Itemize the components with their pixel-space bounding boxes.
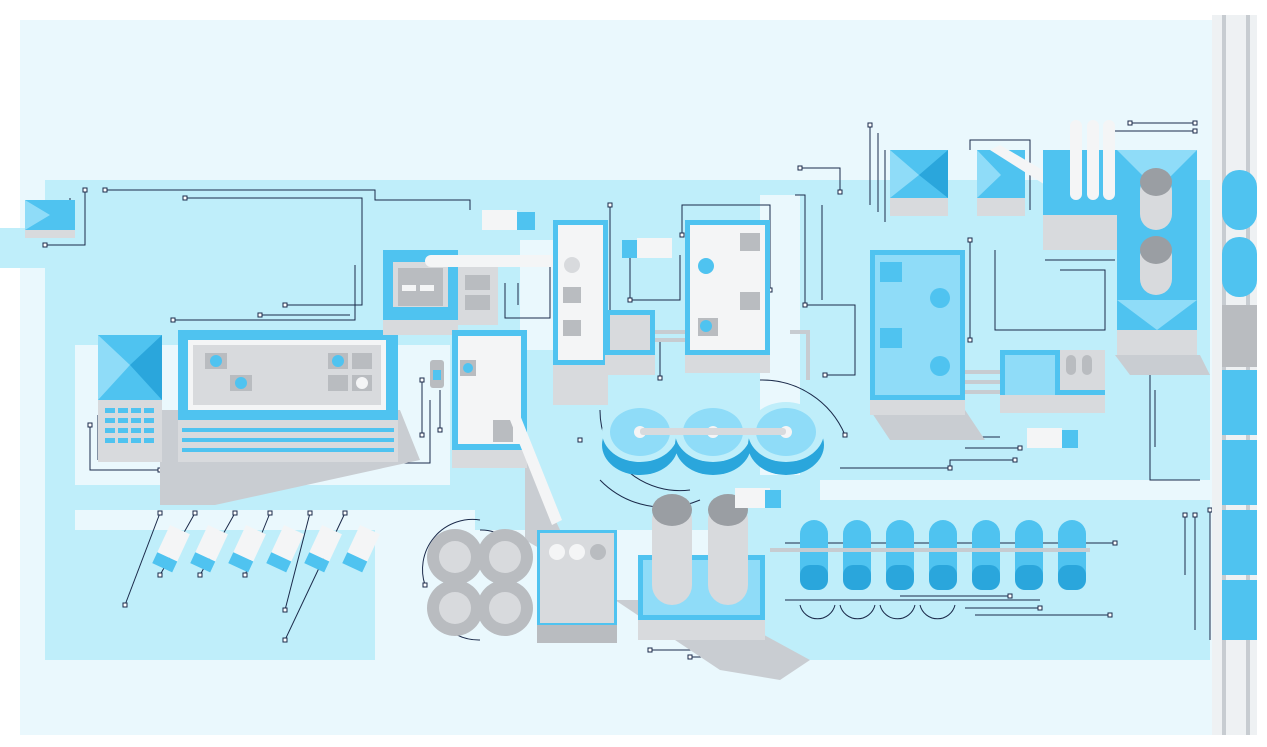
roof-building-left [25,200,75,238]
blue-tanks [770,520,1090,590]
clarifiers [602,402,824,475]
boiler-house [1043,120,1118,250]
main-hall [178,330,398,462]
silo-house [1117,150,1197,355]
office-tall [430,330,562,525]
silos [638,494,765,640]
lab-block [685,220,770,373]
pump-house [1000,350,1105,413]
power-plant [870,250,1000,415]
roof-building-1 [890,150,948,216]
tower-block [553,220,655,405]
control-block [383,250,575,335]
pipes [655,330,810,380]
panel-indicator-icon [210,355,222,367]
train [1222,170,1257,640]
warehouse [98,335,162,462]
trucks [152,210,1078,573]
clarifier-1 [602,402,678,475]
round-gray-tanks [427,529,533,636]
clarifier-2 [675,402,751,475]
mixing-house [537,530,617,643]
clarifier-3 [748,402,824,475]
